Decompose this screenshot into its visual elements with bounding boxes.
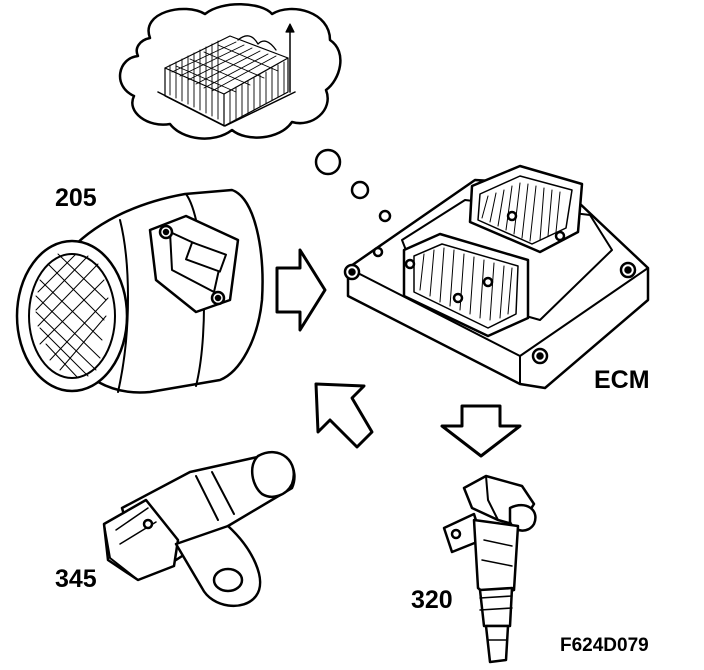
- ecm-unit-icon: [343, 164, 650, 390]
- ignition-coil-label: 320: [411, 586, 453, 614]
- connector-pins-icon-2: [419, 247, 513, 321]
- connector-pins-icon: [481, 182, 561, 242]
- crank-sensor-icon: [102, 450, 296, 608]
- outline-arrow-icon: [275, 248, 522, 458]
- thought-cloud-icon: [118, 3, 392, 223]
- crank-sensor-label: 345: [55, 565, 97, 593]
- surface-map-icon: [157, 23, 296, 127]
- figure-code: F624D079: [560, 635, 649, 656]
- maf-sensor-icon: [15, 188, 264, 394]
- mesh-grille-icon: [35, 253, 109, 379]
- ignition-coil-icon: [442, 474, 537, 664]
- ecm-label: ECM: [594, 366, 650, 394]
- maf-sensor-label: 205: [55, 184, 97, 212]
